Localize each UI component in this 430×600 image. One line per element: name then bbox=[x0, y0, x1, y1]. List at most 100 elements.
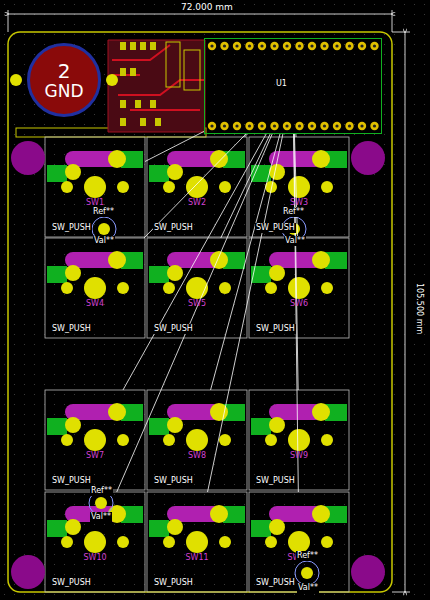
center-pad bbox=[84, 531, 106, 553]
pad bbox=[65, 164, 81, 180]
pad bbox=[219, 282, 231, 294]
pin-hole bbox=[335, 124, 338, 127]
pin-hole bbox=[260, 44, 263, 47]
ratsnest-line bbox=[211, 134, 280, 390]
pin-hole bbox=[285, 124, 288, 127]
switch-footprint: SW6SW_PUSH bbox=[249, 238, 349, 338]
ratsnest-line bbox=[117, 134, 272, 492]
pad bbox=[167, 519, 183, 535]
node-text: SW10 bbox=[45, 553, 145, 563]
pad bbox=[321, 536, 333, 548]
battery-pad: 2GND bbox=[27, 43, 101, 117]
smd-pad bbox=[251, 266, 271, 283]
footprint-outline bbox=[45, 390, 145, 490]
switch-footprint: SW2SW_PUSH bbox=[147, 137, 247, 237]
node-text: SW_PUSH bbox=[255, 324, 296, 334]
smd-pad bbox=[150, 100, 156, 108]
pad bbox=[269, 417, 285, 433]
center-pad bbox=[186, 176, 208, 198]
node-text: SW_PUSH bbox=[51, 324, 92, 334]
pin-hole bbox=[323, 124, 326, 127]
smd-pad bbox=[47, 418, 67, 435]
switch-footprint: SW1SW_PUSH bbox=[45, 137, 145, 237]
mcu-module: U1 bbox=[204, 38, 382, 134]
smd-pad bbox=[251, 418, 271, 435]
smd-pad bbox=[149, 418, 169, 435]
pad bbox=[210, 150, 228, 168]
ratsnest-line bbox=[144, 134, 246, 238]
smd-pad bbox=[47, 165, 67, 182]
node-text: SW_PUSH bbox=[255, 223, 296, 233]
center-pad bbox=[84, 429, 106, 451]
module-pin bbox=[270, 122, 278, 130]
pad bbox=[65, 417, 81, 433]
module-pin bbox=[345, 122, 353, 130]
module-pin bbox=[320, 42, 328, 50]
node-text: SW_PUSH bbox=[51, 476, 92, 486]
pin-hole bbox=[298, 44, 301, 47]
footprint-outline bbox=[249, 492, 349, 592]
pad bbox=[163, 181, 175, 193]
smd-pad bbox=[120, 118, 126, 126]
pin-hole bbox=[223, 124, 226, 127]
pad bbox=[312, 251, 330, 269]
switch-footprint: SW10SW_PUSH bbox=[45, 492, 145, 592]
module-pin bbox=[220, 122, 228, 130]
footprint-outline bbox=[147, 137, 247, 237]
node-text: SW_PUSH bbox=[51, 223, 92, 233]
pad bbox=[65, 519, 81, 535]
node-text: SW_PUSH bbox=[153, 476, 194, 486]
module-pin bbox=[358, 122, 366, 130]
node-text: SW8 bbox=[147, 451, 247, 461]
pin-hole bbox=[210, 124, 213, 127]
switch-footprint: SW4SW_PUSH bbox=[45, 238, 145, 338]
pin-hole bbox=[348, 124, 351, 127]
pin-hole bbox=[310, 44, 313, 47]
smd-pad bbox=[120, 100, 126, 108]
pin-hole bbox=[348, 44, 351, 47]
module-pin bbox=[308, 42, 316, 50]
pin-hole bbox=[310, 124, 313, 127]
node-text: SW_PUSH bbox=[153, 324, 194, 334]
center-pad bbox=[186, 531, 208, 553]
ratsnest-line bbox=[145, 131, 204, 161]
smd-pad bbox=[130, 68, 136, 76]
switch-footprint: SW3SW_PUSH bbox=[249, 137, 349, 237]
pad bbox=[61, 181, 73, 193]
ref-label: Ref** bbox=[92, 207, 115, 217]
pin-hole bbox=[235, 124, 238, 127]
smd-pad bbox=[140, 118, 146, 126]
switch-footprint: SW11SW_PUSH bbox=[147, 492, 247, 592]
module-pin bbox=[233, 122, 241, 130]
center-pad bbox=[84, 176, 106, 198]
pad bbox=[210, 251, 228, 269]
pin-hole bbox=[285, 44, 288, 47]
pad bbox=[210, 505, 228, 523]
module-pin bbox=[320, 122, 328, 130]
ref-label: Ref** bbox=[282, 207, 305, 217]
node-text: SW_PUSH bbox=[255, 578, 296, 588]
footprint-outline bbox=[147, 390, 247, 490]
module-pin bbox=[283, 42, 291, 50]
node-text: SW_PUSH bbox=[153, 223, 194, 233]
ref-label: Ref** bbox=[296, 551, 319, 561]
pad bbox=[108, 403, 126, 421]
pad bbox=[321, 282, 333, 294]
node-text: SW11 bbox=[147, 553, 247, 563]
center-pad bbox=[186, 277, 208, 299]
ref-label: Val** bbox=[93, 236, 115, 246]
pad bbox=[163, 282, 175, 294]
module-pin bbox=[370, 42, 378, 50]
switch-footprint: SW5SW_PUSH bbox=[147, 238, 247, 338]
pad bbox=[219, 181, 231, 193]
pad bbox=[61, 536, 73, 548]
node-text: U1 bbox=[275, 79, 288, 88]
pin-hole bbox=[373, 44, 376, 47]
module-pin bbox=[295, 42, 303, 50]
smd-pad bbox=[155, 118, 161, 126]
module-pin bbox=[345, 42, 353, 50]
center-pad bbox=[186, 429, 208, 451]
pad bbox=[61, 282, 73, 294]
module-pin bbox=[208, 122, 216, 130]
